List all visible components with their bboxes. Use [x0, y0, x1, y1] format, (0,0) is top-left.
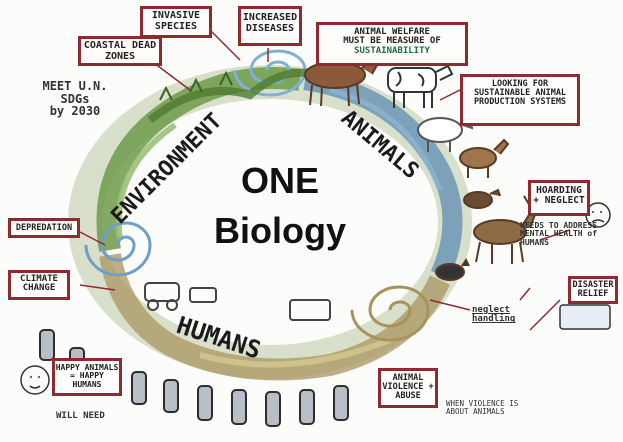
water-swirl-left [84, 221, 152, 277]
looking-for-box: LOOKING FOR SUSTAINABLE ANIMAL PRODUCTIO… [460, 74, 580, 126]
animal-welfare-box: ANIMAL WELFARE MUST BE MEASURE OF SUSTAI… [316, 22, 468, 66]
meet-un-line1: MEET U.N. [42, 79, 108, 93]
animal-welfare-line3: SUSTAINABILITY [354, 45, 430, 56]
animal-welfare-line2: MUST BE MEASURE OF [343, 36, 441, 47]
coastal-dead-zones-box: COASTAL DEAD ZONES [78, 36, 162, 66]
meet-un-line2: SDGs [60, 91, 90, 106]
hoarding-neglect-box: HOARDING + NEGLECT [528, 180, 590, 216]
disaster-relief-box: DISASTER RELIEF [568, 276, 618, 304]
will-need-note: WILL NEED [56, 411, 105, 421]
center-title-line1: ONE [240, 160, 319, 201]
water-swirl-top [233, 49, 307, 97]
meet-un-line3: by 2030 [49, 104, 101, 119]
cow-sketch [387, 64, 454, 108]
happy-humans-box: HAPPY ANIMALS = HAPPY HUMANS [52, 358, 122, 396]
meet-un-note: MEET U.N. SDGs by 2030 [40, 80, 110, 118]
dog-sketch [463, 188, 501, 209]
earth-swirl-bottom [350, 285, 430, 342]
person-sketches [20, 202, 611, 395]
depredation-box: DEPREDATION [8, 218, 80, 238]
goat-sketch [459, 138, 510, 178]
animal-sketches [304, 54, 541, 281]
cat-sketch [435, 258, 470, 281]
vehicle-sketches [144, 282, 331, 321]
increased-diseases-box: INCREASED DISEASES [238, 6, 302, 46]
center-title-line2: Biology [214, 210, 346, 251]
invasive-species-box: INVASIVE SPECIES [140, 6, 212, 38]
neglect-handling-note: neglect handling [472, 305, 516, 325]
when-violence-note: WHEN VIOLENCE IS ABOUT ANIMALS [446, 399, 519, 416]
needs-to-address-note: NEEDS TO ADDRESS MENTAL HEALTH of HUMANS [520, 221, 598, 247]
climate-change-box: CLIMATE CHANGE [8, 270, 70, 300]
animal-violence-box: ANIMAL VIOLENCE + ABUSE [378, 368, 438, 408]
animal-welfare-line1: ANIMAL WELFARE [354, 27, 430, 37]
